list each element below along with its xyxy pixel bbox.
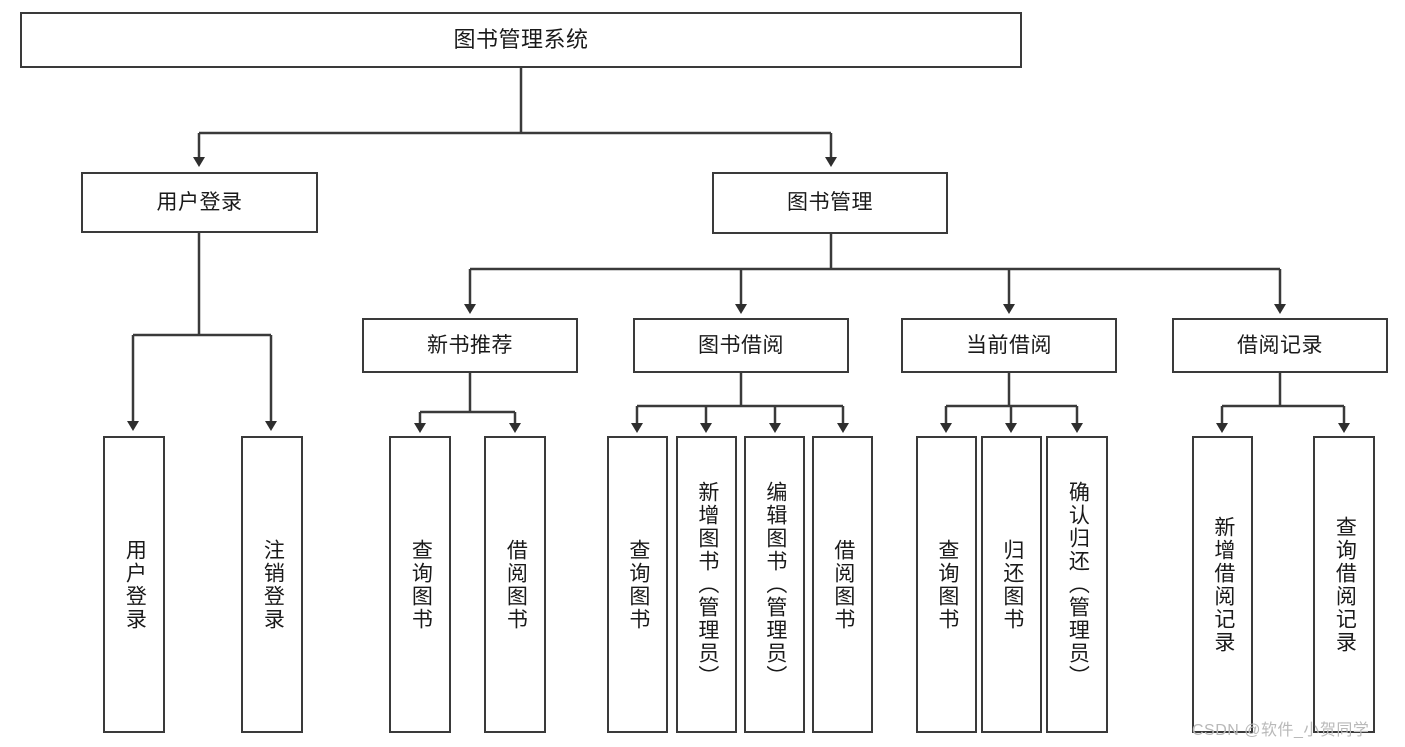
leaf-borrow-query-book[interactable]: 查询图书 xyxy=(607,436,668,733)
node-label: 用户登录 xyxy=(123,538,147,631)
leaf-user-login-login[interactable]: 用户登录 xyxy=(103,436,165,733)
leaf-user-login-logout[interactable]: 注销登录 xyxy=(241,436,303,733)
node-new-book-recommend[interactable]: 新书推荐 xyxy=(362,318,578,373)
node-label: 新增图书（管理员） xyxy=(695,481,719,688)
node-label: 借阅图书 xyxy=(831,538,855,631)
csdn-watermark: CSDN @软件_小贺同学 xyxy=(1192,722,1370,739)
node-label: 查询借阅记录 xyxy=(1333,515,1357,654)
node-label: 用户登录 xyxy=(156,190,243,214)
node-book-management[interactable]: 图书管理 xyxy=(712,172,948,234)
leaf-new-book-query[interactable]: 查询图书 xyxy=(389,436,451,733)
node-current-borrow[interactable]: 当前借阅 xyxy=(901,318,1117,373)
leaf-borrow-add-book[interactable]: 新增图书（管理员） xyxy=(676,436,737,733)
node-label: 查询图书 xyxy=(626,538,650,631)
leaf-current-return-book[interactable]: 归还图书 xyxy=(981,436,1042,733)
node-user-login[interactable]: 用户登录 xyxy=(81,172,318,233)
node-label: 新增借阅记录 xyxy=(1211,515,1235,654)
leaf-current-confirm-return[interactable]: 确认归还（管理员） xyxy=(1046,436,1108,733)
node-borrow-records[interactable]: 借阅记录 xyxy=(1172,318,1388,373)
leaf-new-book-borrow[interactable]: 借阅图书 xyxy=(484,436,546,733)
leaf-borrow-edit-book[interactable]: 编辑图书（管理员） xyxy=(744,436,805,733)
leaf-borrow-borrow-book[interactable]: 借阅图书 xyxy=(812,436,873,733)
node-label: 查询图书 xyxy=(935,538,959,631)
node-label: 新书推荐 xyxy=(427,333,513,357)
node-label: 借阅记录 xyxy=(1237,333,1323,357)
node-label: 当前借阅 xyxy=(966,333,1052,357)
node-label: 图书借阅 xyxy=(698,333,784,357)
node-label: 借阅图书 xyxy=(504,538,528,631)
node-label: 查询图书 xyxy=(409,538,433,631)
leaf-current-query-book[interactable]: 查询图书 xyxy=(916,436,977,733)
node-label: 编辑图书（管理员） xyxy=(763,481,787,688)
node-label: 图书管理 xyxy=(787,191,873,215)
node-label: 确认归还（管理员） xyxy=(1066,481,1090,688)
leaf-records-query-record[interactable]: 查询借阅记录 xyxy=(1313,436,1375,733)
node-root-system[interactable]: 图书管理系统 xyxy=(20,12,1022,68)
leaf-records-add-record[interactable]: 新增借阅记录 xyxy=(1192,436,1253,733)
node-label: 注销登录 xyxy=(261,538,285,631)
node-book-borrow[interactable]: 图书借阅 xyxy=(633,318,849,373)
node-label: 图书管理系统 xyxy=(453,26,589,52)
node-label: 归还图书 xyxy=(1000,538,1024,631)
